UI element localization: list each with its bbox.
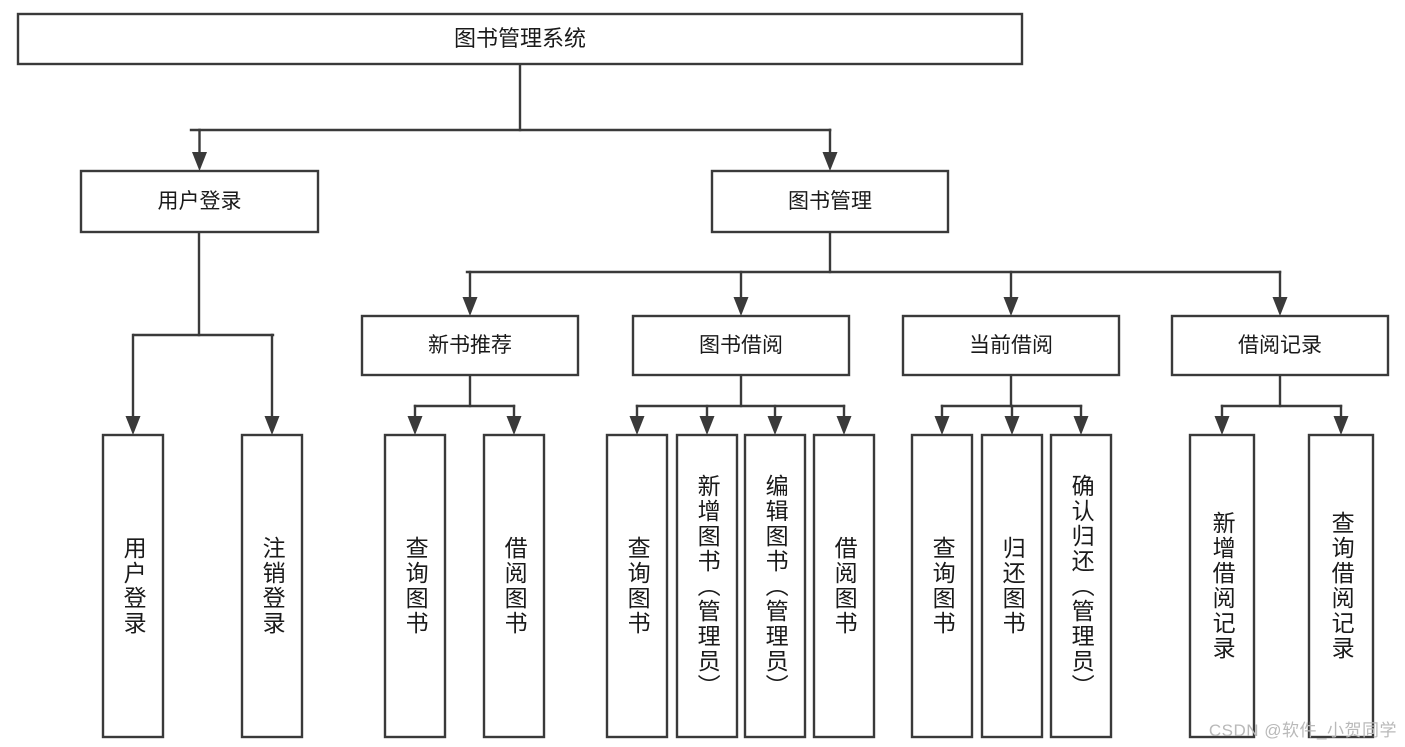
node-new-book-rec-label: 新书推荐 xyxy=(428,334,512,357)
leaf-node-leaf-query-record-rect[interactable] xyxy=(1307,433,1375,739)
leaf-node-leaf-logout[interactable] xyxy=(240,433,304,739)
node-borrow-record-label: 借阅记录 xyxy=(1238,334,1322,357)
leaf-node-leaf-user-login[interactable] xyxy=(101,433,165,739)
node-new-book-rec[interactable]: 新书推荐 xyxy=(360,314,580,377)
root-node-book-management-system[interactable]: 图书管理系统 xyxy=(16,12,1024,66)
leaf-node-leaf-borrow-book-1[interactable] xyxy=(482,433,546,739)
node-book-borrow[interactable]: 图书借阅 xyxy=(631,314,851,377)
leaf-node-leaf-borrow-book-2[interactable] xyxy=(812,433,876,739)
leaf-node-leaf-query-record[interactable] xyxy=(1307,433,1375,739)
root-to-book-manage-arrow-icon xyxy=(822,152,838,171)
leaf-node-leaf-query-book-3[interactable] xyxy=(910,433,974,739)
root-to-user-login-arrow-icon xyxy=(192,152,207,171)
node-borrow-record-rect[interactable] xyxy=(1170,314,1390,377)
current-borrow-to-leaf-return-book-arrow-icon xyxy=(1004,416,1020,435)
leaf-node-leaf-borrow-book-1-rect[interactable] xyxy=(482,433,546,739)
leaf-node-leaf-edit-book[interactable] xyxy=(743,433,807,739)
leaf-node-leaf-return-book-rect[interactable] xyxy=(980,433,1044,739)
book-manage-to-borrow-record-arrow-icon xyxy=(1272,297,1288,316)
borrow-record-to-leaf-add-record-arrow-icon xyxy=(1214,416,1230,435)
leaf-node-leaf-logout-rect[interactable] xyxy=(240,433,304,739)
borrow-record-to-leaf-query-record-arrow-icon xyxy=(1333,416,1349,435)
leaf-node-leaf-add-book[interactable] xyxy=(675,433,739,739)
leaf-node-leaf-query-book-3-rect[interactable] xyxy=(910,433,974,739)
root-node-book-management-system-rect[interactable] xyxy=(16,12,1024,66)
new-book-rec-to-leaf-borrow-book-1-arrow-icon xyxy=(506,416,522,435)
node-new-book-rec-rect[interactable] xyxy=(360,314,580,377)
book-borrow-to-leaf-query-book-2-arrow-icon xyxy=(629,416,645,435)
leaf-node-leaf-user-login-rect[interactable] xyxy=(101,433,165,739)
watermark-text: CSDN @软件_小贺同学 xyxy=(1208,721,1397,740)
node-book-borrow-rect[interactable] xyxy=(631,314,851,377)
leaf-node-leaf-add-book-rect[interactable] xyxy=(675,433,739,739)
book-manage-to-new-book-rec-arrow-icon xyxy=(462,297,478,316)
leaf-node-leaf-edit-book-rect[interactable] xyxy=(743,433,807,739)
book-borrow-to-leaf-borrow-book-2-arrow-icon xyxy=(836,416,852,435)
node-book-manage-label: 图书管理 xyxy=(788,190,872,213)
book-manage-to-book-borrow-arrow-icon xyxy=(733,297,749,316)
leaf-node-leaf-confirm-return-rect[interactable] xyxy=(1049,433,1113,739)
node-user-login-label: 用户登录 xyxy=(158,190,242,213)
current-borrow-to-leaf-confirm-return-arrow-icon xyxy=(1073,416,1089,435)
node-current-borrow-rect[interactable] xyxy=(901,314,1121,377)
user-login-to-leaf-user-login-arrow-icon xyxy=(125,416,141,435)
node-book-manage[interactable]: 图书管理 xyxy=(710,169,950,234)
user-login-to-leaf-logout-arrow-icon xyxy=(264,416,280,435)
leaf-node-leaf-query-book-2-rect[interactable] xyxy=(605,433,669,739)
node-book-manage-rect[interactable] xyxy=(710,169,950,234)
node-current-borrow-label: 当前借阅 xyxy=(969,334,1053,357)
leaf-node-leaf-return-book[interactable] xyxy=(980,433,1044,739)
leaf-node-leaf-add-record[interactable] xyxy=(1188,433,1256,739)
root-node-book-management-system-label: 图书管理系统 xyxy=(454,26,586,51)
leaf-node-leaf-query-book-2[interactable] xyxy=(605,433,669,739)
node-book-borrow-label: 图书借阅 xyxy=(699,334,783,357)
node-current-borrow[interactable]: 当前借阅 xyxy=(901,314,1121,377)
leaf-node-leaf-query-book-1[interactable] xyxy=(383,433,447,739)
node-user-login-rect[interactable] xyxy=(79,169,320,234)
current-borrow-to-leaf-query-book-3-arrow-icon xyxy=(934,416,950,435)
leaf-node-leaf-confirm-return[interactable] xyxy=(1049,433,1113,739)
book-borrow-to-leaf-add-book-arrow-icon xyxy=(699,416,715,435)
new-book-rec-to-leaf-query-book-1-arrow-icon xyxy=(407,416,423,435)
book-borrow-to-leaf-edit-book-arrow-icon xyxy=(767,416,783,435)
leaf-node-leaf-add-record-rect[interactable] xyxy=(1188,433,1256,739)
leaf-node-leaf-borrow-book-2-rect[interactable] xyxy=(812,433,876,739)
node-borrow-record[interactable]: 借阅记录 xyxy=(1170,314,1390,377)
leaf-node-leaf-query-book-1-rect[interactable] xyxy=(383,433,447,739)
node-user-login[interactable]: 用户登录 xyxy=(79,169,320,234)
book-manage-to-current-borrow-arrow-icon xyxy=(1003,297,1019,316)
